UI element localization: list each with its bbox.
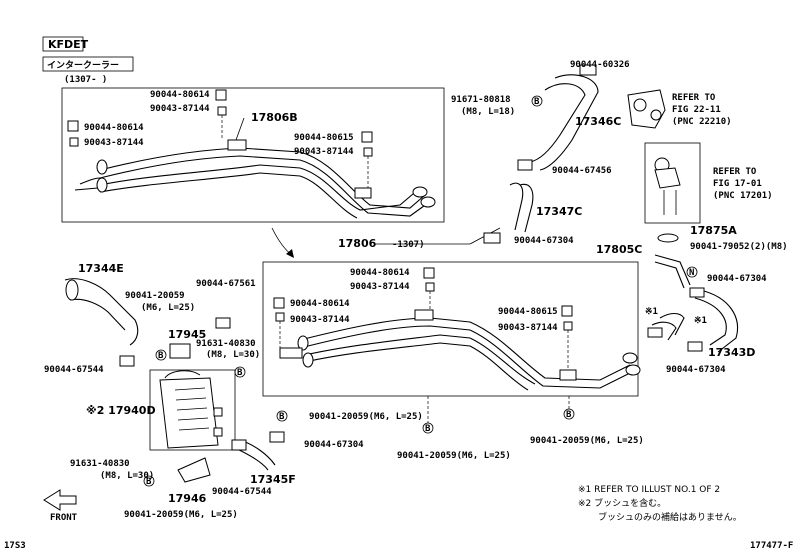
label-40830-b-spec: (M8, L=30) (100, 471, 154, 481)
part-17343D[interactable]: 17343D (708, 346, 755, 359)
pipe-17805C (654, 254, 691, 286)
main-bolts (273, 267, 573, 370)
marker-b-7: B (566, 410, 572, 420)
front-arrow-icon (43, 489, 77, 511)
part-17347C[interactable]: 17347C (536, 205, 582, 218)
label-79052: 90041-79052(2)(M8) (690, 242, 788, 252)
label-20059-a-spec: (M6, L=25) (141, 303, 195, 313)
label-67561: 90044-67561 (196, 279, 256, 289)
marker-b-4: B (146, 477, 152, 487)
part-17806[interactable]: 17806 (338, 237, 377, 250)
hose-17344E (64, 278, 139, 346)
bracket-17945 (169, 343, 191, 359)
hose-17345F (231, 431, 285, 471)
refer2-line2[interactable]: FIG 17-01 (713, 179, 762, 189)
refer2-line1: REFER TO (713, 167, 757, 177)
main-label-87144-c: 90043-87144 (498, 323, 558, 333)
label-20059-d: 90041-20059(M6, L=25) (397, 451, 511, 461)
part-17344E[interactable]: 17344E (78, 262, 124, 275)
refer1-line1: REFER TO (672, 93, 716, 103)
label-40830-a-spec: (M8, L=30) (206, 350, 260, 360)
inset-label-87144-c: 90043-87144 (294, 147, 354, 157)
main-label-80614-a: 90044-80614 (350, 268, 410, 278)
refer2-line3: (PNC 17201) (713, 191, 773, 201)
inset-label-87144-b: 90043-87144 (84, 138, 144, 148)
marker-b-3: B (237, 368, 243, 378)
main-label-87144-a: 90043-87144 (350, 282, 410, 292)
part-17946[interactable]: 17946 (168, 492, 207, 505)
label-67304-b: 90044-67304 (707, 274, 767, 284)
engine-code-box (42, 36, 84, 52)
date-range: (1307- ) (64, 75, 107, 85)
part-17346C[interactable]: 17346C (575, 115, 621, 128)
note-1: ※1 REFER TO ILLUST NO.1 OF 2 (578, 485, 720, 495)
intercooler-17940D (149, 369, 236, 451)
main-box (262, 261, 639, 397)
section-title-box (42, 56, 134, 72)
part-17945[interactable]: 17945 (168, 328, 206, 341)
valve-part-17201 (654, 157, 681, 215)
label-40830-b: 91631-40830 (70, 459, 130, 469)
part-17940D[interactable]: ※2 17940D (86, 404, 156, 417)
label-67456: 90044-67456 (552, 166, 612, 176)
marker-n: N (689, 268, 694, 278)
label-67304-a: 90044-67304 (514, 236, 574, 246)
inset-bolts (67, 89, 373, 188)
inset-label-80614-a: 90044-80614 (150, 90, 210, 100)
marker-b-2: B (158, 351, 164, 361)
part-17805C[interactable]: 17805C (596, 243, 642, 256)
section-title: インタークーラー (47, 59, 119, 71)
main-label-80614-b: 90044-80614 (290, 299, 350, 309)
label-80818-spec: (M8, L=18) (461, 107, 515, 117)
marker-b-5: B (279, 412, 285, 422)
label-80818: 91671-80818 (451, 95, 511, 105)
label-40830-a: 91631-40830 (196, 339, 256, 349)
hose-17346C (529, 64, 599, 171)
part-17806-range: -1307) (392, 240, 425, 250)
part-17345F[interactable]: 17345F (250, 473, 296, 486)
label-67544-a: 90044-67544 (44, 365, 104, 375)
main-label-87144-b: 90043-87144 (290, 315, 350, 325)
main-label-80615: 90044-80615 (498, 307, 558, 317)
note-3: ブッシュのみの補給はありません。 (598, 511, 742, 523)
refer2-box (644, 142, 701, 224)
gasket-17875A (657, 233, 679, 243)
pipe-17806B (74, 139, 436, 219)
footer-left-code: 17S3 (4, 541, 26, 551)
label-60326: 90044-60326 (570, 60, 630, 70)
inset-box-1307 (61, 87, 445, 223)
refer1-line2[interactable]: FIG 22-11 (672, 105, 721, 115)
turbo-part-22210 (627, 89, 666, 129)
label-20059-e: 90041-20059(M6, L=25) (530, 436, 644, 446)
label-67544-b: 90044-67544 (212, 487, 272, 497)
inset-label-80614-b: 90044-80614 (84, 123, 144, 133)
marker-b-1: B (534, 97, 540, 107)
footer-right-code: 177477-F (750, 541, 793, 551)
mark-x1-a: ※1 (645, 307, 658, 317)
bracket-17946 (177, 457, 211, 483)
label-67304-bottom: 90044-67304 (304, 440, 364, 450)
front-label: FRONT (50, 513, 78, 523)
engine-code: KFDET (48, 38, 89, 51)
part-17875A[interactable]: 17875A (690, 224, 737, 237)
hose-17347C (483, 182, 534, 244)
inset-label-80615: 90044-80615 (294, 133, 354, 143)
label-20059-a: 90041-20059 (125, 291, 185, 301)
marker-b-6: B (425, 424, 431, 434)
label-67304-c: 90044-67304 (666, 365, 726, 375)
mark-x1-b: ※1 (694, 316, 707, 326)
label-20059-c: 90041-20059(M6, L=25) (309, 412, 423, 422)
inset-label-87144-a: 90043-87144 (150, 104, 210, 114)
part-17806B[interactable]: 17806B (251, 111, 298, 124)
inset-arrow (271, 227, 293, 256)
label-20059-b: 90041-20059(M6, L=25) (124, 510, 238, 520)
note-2: ※2 ブッシュを含む。 (578, 497, 666, 509)
refer1-line3: (PNC 22210) (672, 117, 732, 127)
pipe-17806 (279, 309, 641, 391)
hose-17343D (647, 287, 738, 353)
